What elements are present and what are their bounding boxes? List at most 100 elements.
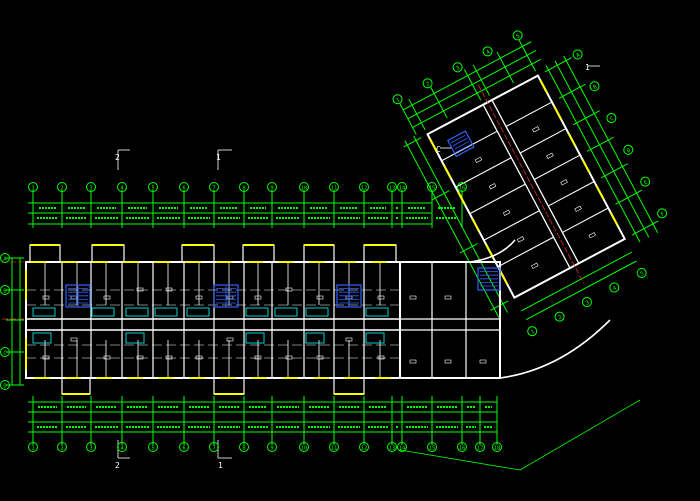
wing-window-left-1 — [443, 164, 452, 179]
axis-bubble-top-14 — [397, 182, 407, 192]
wing-window-right-1 — [553, 106, 563, 121]
wing-bubble-right-F — [657, 208, 668, 219]
wing-partition-right-1 — [519, 128, 567, 154]
wing-top-dim-tick-5 — [496, 51, 514, 84]
wing-dimension-group — [399, 40, 659, 321]
wing-top-dim-line-2 — [402, 41, 532, 111]
wing-bubble-bottom-group-2: 2 — [554, 311, 565, 322]
axis-bubble-top-12 — [359, 182, 369, 192]
window-layer — [25, 244, 396, 395]
wing-bubble-bottom-1 — [527, 326, 538, 337]
wing-bubble-bottom-3 — [581, 297, 592, 308]
wing-bubble-bottom-4 — [609, 282, 620, 293]
wing-right-dim-tick-4 — [601, 163, 628, 179]
axis-bubble-left-C — [0, 347, 10, 357]
axis-bubble-left-A-label: A — [3, 257, 7, 263]
axis-bubble-bottom-16-label: 16 — [459, 446, 466, 452]
wing-bubble-top-1-label: 1 — [395, 97, 401, 104]
room-tag-2 — [103, 295, 111, 300]
room-tag-14 — [103, 355, 111, 360]
axis-bubble-bottom-18 — [492, 442, 502, 452]
room-tag-21 — [316, 355, 324, 360]
axis-bubble-top-15 — [427, 182, 437, 192]
wing-bubble-top-group-5: 5 — [512, 30, 523, 41]
axis-bubble-top-5-label: 5 — [151, 186, 154, 192]
wing-bubble-top-4-label: 4 — [485, 49, 491, 56]
room-tag-8 — [285, 287, 293, 292]
wing-bubble-top-group-1: 1 — [392, 94, 403, 105]
room-tag-23 — [377, 355, 385, 360]
angled-wing — [426, 74, 627, 299]
wing-room-tag-9 — [588, 232, 596, 239]
section-mark-layer: 2 1 2 1 1 C — [115, 63, 590, 470]
wing-bubble-bottom-group-3: 3 — [581, 297, 592, 308]
axis-bubble-top-10-label: 10 — [301, 186, 308, 192]
wing-left-dim-tick-1 — [431, 190, 450, 201]
axis-bubble-top-4-label: 4 — [120, 186, 124, 192]
room-tag-22 — [345, 337, 353, 342]
wing-right-dim-tick-3 — [586, 136, 614, 152]
wing-partition-right-3 — [548, 181, 595, 207]
wing-bubble-right-B-label: B — [592, 84, 598, 91]
fixture-bath-1 — [125, 332, 145, 344]
fixture-bath-0 — [32, 332, 52, 344]
axis-bubble-bottom-14-label: 14 — [399, 446, 406, 452]
wing-window-left-3 — [471, 217, 481, 232]
fixture-counter-4 — [186, 307, 210, 317]
axis-bubble-left-C-label: C — [3, 351, 6, 357]
room-tag-11 — [377, 295, 385, 300]
fixture-counter-5 — [245, 307, 269, 317]
wing-bubble-right-D — [623, 144, 634, 155]
wing-bubble-bottom-4-label: 4 — [612, 285, 618, 292]
wing-left-dim-line-0 — [413, 135, 509, 313]
axis-bubble-left-D-label: D — [3, 384, 6, 390]
axis-bubble-bottom-15 — [427, 442, 437, 452]
wing-top-dim-tick-3 — [463, 69, 482, 101]
connector-tag-3 — [444, 359, 452, 364]
axis-bubble-top-11 — [329, 182, 339, 192]
axis-bubble-bottom-8 — [239, 442, 249, 452]
wing-right-dim-line-2 — [563, 55, 659, 233]
axis-bubble-top-1 — [28, 182, 38, 192]
axis-bubble-bottom-14 — [397, 442, 407, 452]
wing-top-dim-tick-0 — [399, 103, 417, 135]
axis-bubble-top-4 — [117, 182, 127, 192]
axis-bubble-top-12-label: 12 — [361, 186, 368, 192]
connector-outer-wall — [399, 261, 501, 379]
fixture-counter-8 — [365, 307, 389, 317]
axis-bubble-bottom-2-label: 2 — [60, 446, 63, 452]
wing-partition-left-0 — [441, 130, 498, 162]
bottom-extension-line — [399, 449, 521, 471]
wing-bubble-right-E-label: E — [643, 180, 649, 187]
axis-bubble-top-5 — [148, 182, 158, 192]
wing-left-dim-line-1 — [404, 140, 500, 318]
wing-bubble-right-A — [572, 49, 583, 60]
axis-bubble-left-D — [0, 380, 10, 390]
room-tag-20 — [285, 355, 293, 360]
axis-bubble-bottom-4 — [117, 442, 127, 452]
wing-bubble-right-F-label: F — [660, 211, 666, 218]
axis-bubble-top-6-label: 6 — [182, 186, 185, 192]
wing-bubble-right-group-B: B — [589, 81, 600, 92]
wing-room-tag-3 — [546, 152, 554, 159]
wing-right-dim-tick-0 — [544, 57, 572, 73]
fixture-counter-2 — [125, 307, 149, 317]
axis-bubble-bottom-2 — [57, 442, 67, 452]
axis-bubble-bottom-5 — [148, 442, 158, 452]
axis-bubble-bottom-7 — [209, 442, 219, 452]
axis-bubble-top-13-label: 13 — [389, 186, 396, 192]
wing-room-tag-7 — [574, 205, 582, 212]
wing-stair-tread-2 — [452, 138, 468, 147]
connector-tag-1 — [444, 295, 452, 300]
axis-bubble-top-9-label: 9 — [270, 186, 273, 192]
junction-curve-bottom — [499, 319, 611, 379]
axis-bubble-bottom-6-label: 6 — [182, 446, 185, 452]
axis-bubble-bottom-9 — [267, 442, 277, 452]
wing-left-dim-tick-2 — [459, 243, 478, 254]
axis-bubble-top-14-label: 14 — [399, 186, 406, 192]
fixture-counter-7 — [305, 307, 329, 317]
wing-bubble-right-D-label: D — [626, 148, 632, 155]
wing-stair-tread-3 — [454, 141, 469, 150]
